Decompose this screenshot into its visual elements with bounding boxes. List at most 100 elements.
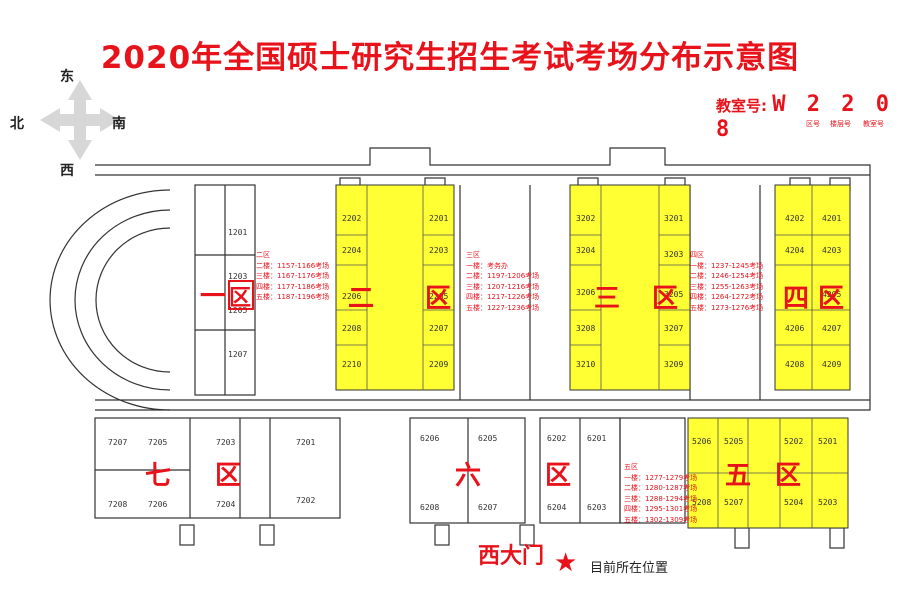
room-label: 3208 xyxy=(576,324,596,333)
room-label: 3204 xyxy=(576,246,596,255)
info-line: 一楼：1277-1279考场 xyxy=(624,473,698,482)
room-label: 4206 xyxy=(785,324,805,333)
room-label: 5208 xyxy=(692,498,712,507)
room-label: 4202 xyxy=(785,214,805,223)
room-label: 3207 xyxy=(664,324,684,333)
info-line: 三区 xyxy=(466,251,480,259)
compass-south: 南 xyxy=(112,116,126,132)
info-line: 二楼：1246-1254考场 xyxy=(690,272,764,280)
room-label: 5204 xyxy=(784,498,804,507)
room-label: 4203 xyxy=(822,246,842,255)
info-line: 五楼：1187-1196考场 xyxy=(256,293,330,301)
room-label: 6208 xyxy=(420,503,440,512)
code-legend-room: 教室号 xyxy=(863,120,884,128)
info-line: 二区 xyxy=(256,251,270,259)
compass-north: 北 xyxy=(10,116,24,132)
west-gate-label: 西大门 xyxy=(478,544,545,569)
current-location-star-icon: ★ xyxy=(554,548,578,578)
room-label: 3206 xyxy=(576,288,596,297)
zone2-info: 二区 二楼：1157-1166考场 三楼：1167-1176考场 四楼：1177… xyxy=(256,250,329,303)
zone1-label: 区 xyxy=(229,286,252,311)
zone4-info: 四区 一楼：1237-1245考场 二楼：1246-1254考场 三楼：1255… xyxy=(690,250,763,313)
room-label: 2202 xyxy=(342,214,362,223)
room-label: 5202 xyxy=(784,437,804,446)
room-label: 6203 xyxy=(587,503,607,512)
room-label: 6206 xyxy=(420,434,440,443)
info-line: 二楼：1197-1206考场 xyxy=(466,272,540,280)
room-label: 7204 xyxy=(216,500,236,509)
zone5-info: 五区 一楼：1277-1279考场 二楼：1280-1287考场 三楼：1288… xyxy=(624,462,697,525)
zone4-label-num: 四 xyxy=(783,284,810,314)
room-label: 3203 xyxy=(664,250,684,259)
room-label: 3209 xyxy=(664,360,684,369)
room-label: 4204 xyxy=(785,246,805,255)
room-label: 3210 xyxy=(576,360,596,369)
zone2-building xyxy=(335,184,455,391)
room-label: 7202 xyxy=(296,496,316,505)
info-line: 一楼：1237-1245考场 xyxy=(690,261,764,270)
room-label: 2207 xyxy=(429,324,449,333)
room-label: 4207 xyxy=(822,324,842,333)
room-label: 2205 xyxy=(429,292,449,301)
room-label: 3205 xyxy=(664,290,684,299)
zone1-marker xyxy=(228,280,254,310)
info-line: 五楼：1227-1236考场 xyxy=(466,303,540,312)
info-line: 二楼：1280-1287考场 xyxy=(624,484,698,492)
room-label: 6204 xyxy=(547,503,567,512)
room-label: 3202 xyxy=(576,214,596,223)
room-label: 5207 xyxy=(724,498,744,507)
zone4-label: 区 xyxy=(818,284,845,314)
zone3-building xyxy=(569,184,691,391)
room-label: 6201 xyxy=(587,434,607,443)
classroom-code-value: W 2 2 0 8 xyxy=(716,92,893,142)
code-legend-zone: 区号 xyxy=(806,120,820,128)
room-label: 2208 xyxy=(342,324,362,333)
room-label: 7208 xyxy=(108,500,128,509)
current-location-label: 目前所在位置 xyxy=(590,561,669,576)
zone3-label-num: 三 xyxy=(594,284,621,314)
info-line: 四楼：1177-1186考场 xyxy=(256,282,330,291)
room-label: 6205 xyxy=(478,434,498,443)
compass-rose xyxy=(30,70,130,170)
info-line: 四楼：1217-1226考场 xyxy=(466,293,540,301)
zone3-info: 三区 一楼：考务办 二楼：1197-1206考场 三楼：1207-1216考场 … xyxy=(466,250,539,313)
zone1-label-num: 一 xyxy=(200,282,227,312)
room-label: 4201 xyxy=(822,214,842,223)
info-line: 三楼：1167-1176考场 xyxy=(256,272,330,280)
zone2-label: 区 xyxy=(425,284,452,314)
info-line: 五楼：1273-1276考场 xyxy=(690,303,764,312)
info-line: 五楼：1302-1309考场 xyxy=(624,515,698,524)
info-line: 四楼：1264-1272考场 xyxy=(690,293,764,301)
classroom-code: 教室号: W 2 2 0 8 xyxy=(716,92,900,142)
room-label: 5201 xyxy=(818,437,838,446)
room-label: 5205 xyxy=(724,437,744,446)
room-label: 7203 xyxy=(216,438,236,447)
zone5-label-num: 五 xyxy=(725,461,752,491)
compass-east: 东 xyxy=(60,69,74,85)
room-label: 1207 xyxy=(228,350,248,359)
room-label: 2210 xyxy=(342,360,362,369)
room-label: 5203 xyxy=(818,498,838,507)
classroom-code-label: 教室号: xyxy=(716,97,767,115)
info-line: 三楼：1207-1216考场 xyxy=(466,282,540,291)
room-label: 4205 xyxy=(822,290,842,299)
room-label: 2209 xyxy=(429,360,449,369)
room-label: 7206 xyxy=(148,500,168,509)
room-label: 2204 xyxy=(342,246,362,255)
compass-west: 西 xyxy=(60,163,74,179)
room-label: 2203 xyxy=(429,246,449,255)
room-label: 7201 xyxy=(296,438,316,447)
room-label: 2201 xyxy=(429,214,449,223)
zone4-building xyxy=(774,184,851,391)
room-label: 6207 xyxy=(478,503,498,512)
zone3-label: 区 xyxy=(652,284,679,314)
room-label: 7205 xyxy=(148,438,168,447)
info-line: 二楼：1157-1166考场 xyxy=(256,261,330,270)
room-label: 4209 xyxy=(822,360,842,369)
zone6-label-num: 六 xyxy=(455,461,482,491)
room-label: 1205 xyxy=(228,306,248,315)
zone7-label-num: 七 xyxy=(145,461,172,491)
room-label: 1203 xyxy=(228,272,248,281)
info-line: 一楼：考务办 xyxy=(466,261,508,270)
